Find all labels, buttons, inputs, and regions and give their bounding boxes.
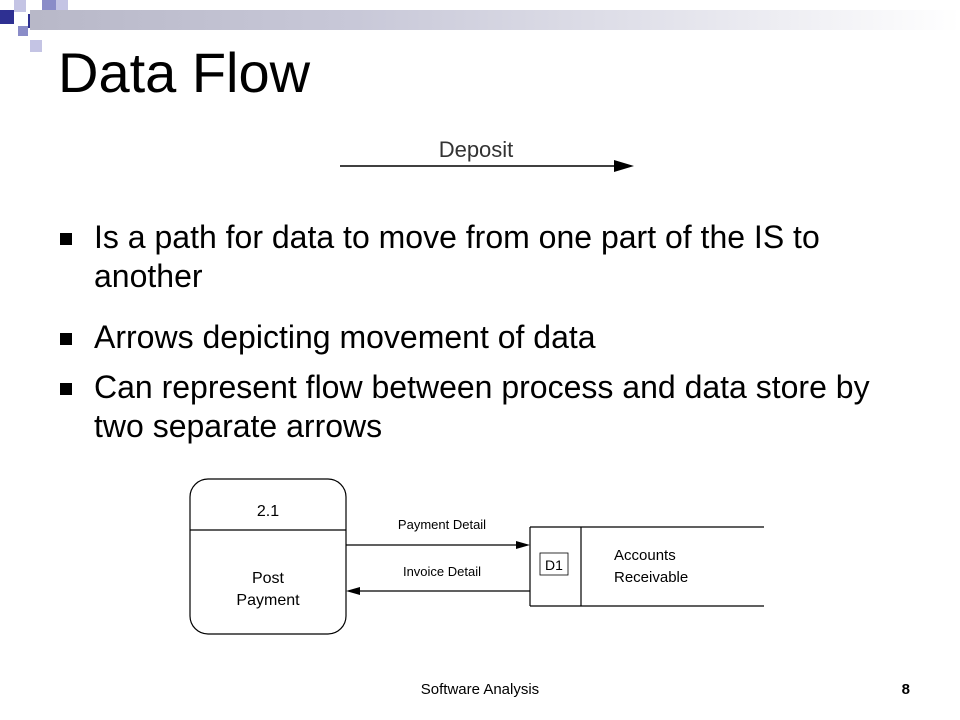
footer-text: Software Analysis <box>420 681 540 698</box>
decor-square-periwinkle-1 <box>18 26 28 36</box>
store-id-box <box>539 552 569 576</box>
process-id: 2.1 <box>257 503 279 520</box>
bullet-text-1: Is a path for data to move from one part… <box>94 219 820 294</box>
square-bullet-icon <box>60 233 72 245</box>
bullet-text-3: Can represent flow between process and d… <box>94 369 870 444</box>
square-bullet-icon <box>60 333 72 345</box>
page-number: 8 <box>901 681 910 698</box>
invoice-detail-label: Invoice Detail <box>403 564 481 579</box>
store-name-line2: Receivable <box>614 569 688 586</box>
decor-square-navy-1 <box>0 10 14 24</box>
deposit-arrowhead <box>614 160 634 172</box>
bullet-text-2: Arrows depicting movement of data <box>94 319 596 355</box>
process-name-line1: Post <box>252 570 285 587</box>
store-name-line1: Accounts <box>614 547 676 564</box>
decor-square-lavender-3 <box>56 0 68 12</box>
process-box <box>189 478 347 635</box>
square-bullet-icon <box>60 383 72 395</box>
payment-detail-arrowhead <box>516 541 530 549</box>
decor-square-lavender-2 <box>30 40 42 52</box>
header-gradient-bar <box>30 10 960 30</box>
payment-detail-label: Payment Detail <box>398 517 486 532</box>
store-id: D1 <box>545 557 563 573</box>
decor-square-lavender-1 <box>14 0 26 12</box>
process-name-line2: Payment <box>236 592 300 609</box>
invoice-detail-arrowhead <box>346 587 360 595</box>
slide-title: Data Flow <box>58 41 311 104</box>
deposit-label: Deposit <box>439 137 514 162</box>
